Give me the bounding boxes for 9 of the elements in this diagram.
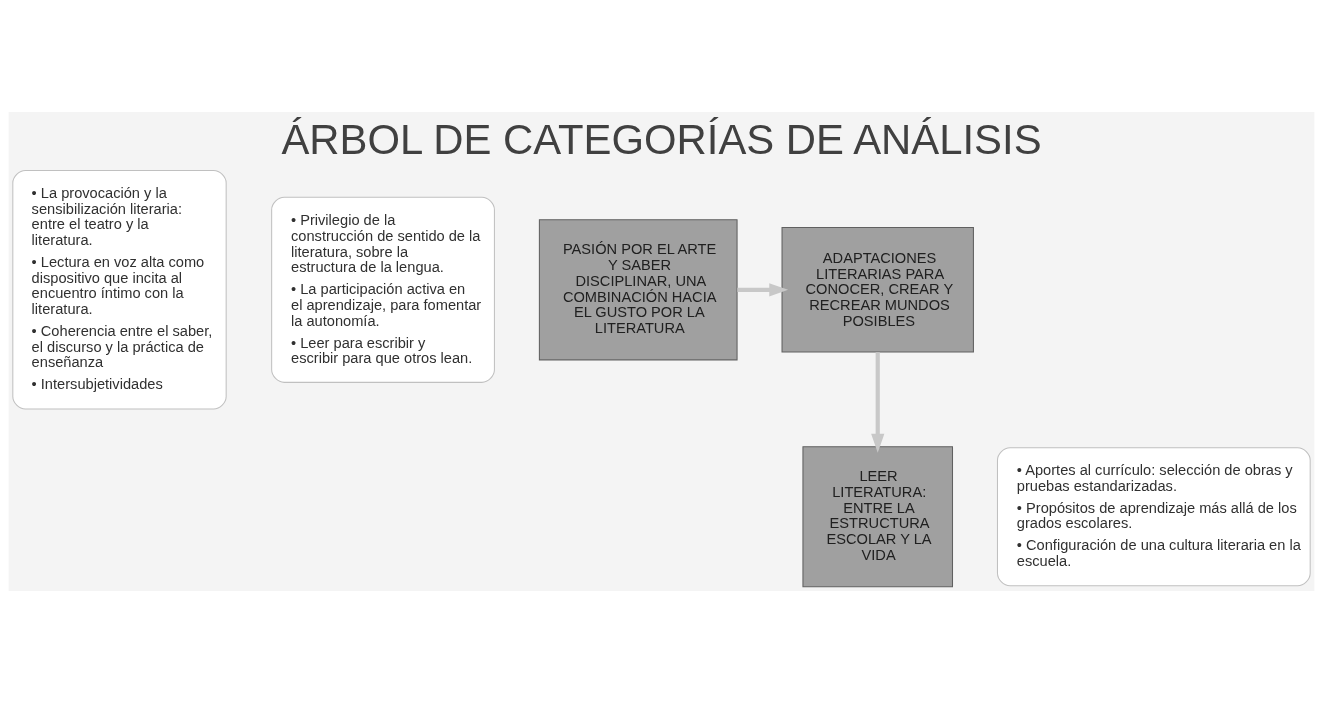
node-box: LEER LITERATURA: ENTRE LA ESTRUCTURA ESCOLAR Y LA VIDA — [802, 446, 954, 588]
node-box: • La provocación y la sensibilización literaria: entre el teatro y la literatura. • Lectura en voz alta como dispositivo que incita al encuentro íntimo con la literatura. • Coherencia entre el saber, el discurso y la práctica de enseñanza • Intersubjetividades — [12, 170, 227, 410]
arrow — [737, 283, 789, 297]
diagram-title: ÁRBOL DE CATEGORÍAS DE ANÁLISIS — [281, 115, 1042, 163]
node-box: • Aportes al currículo: selección de obras y pruebas estandarizadas. • Propósitos de aprendizaje más allá de los grados escolares. • Configuración de una cultura literaria en la escuela. — [996, 447, 1311, 587]
node-box: PASIÓN POR EL ARTE Y SABER DISCIPLINAR, UNA COMBINACIÓN HACIA EL GUSTO POR LA LITERATURA — [538, 219, 738, 361]
arrow — [871, 352, 885, 453]
node-box: • Privilegio de la construcción de sentido de la literatura, sobre la estructura de la lengua. • La participación activa en el aprendizaje, para fomentar la autonomía. • Leer para escribir y escribir para que otros lean. — [271, 196, 495, 383]
node-box: ADAPTACIONES LITERARIAS PARA CONOCER, CREAR Y RECREAR MUNDOS POSIBLES — [781, 227, 974, 353]
